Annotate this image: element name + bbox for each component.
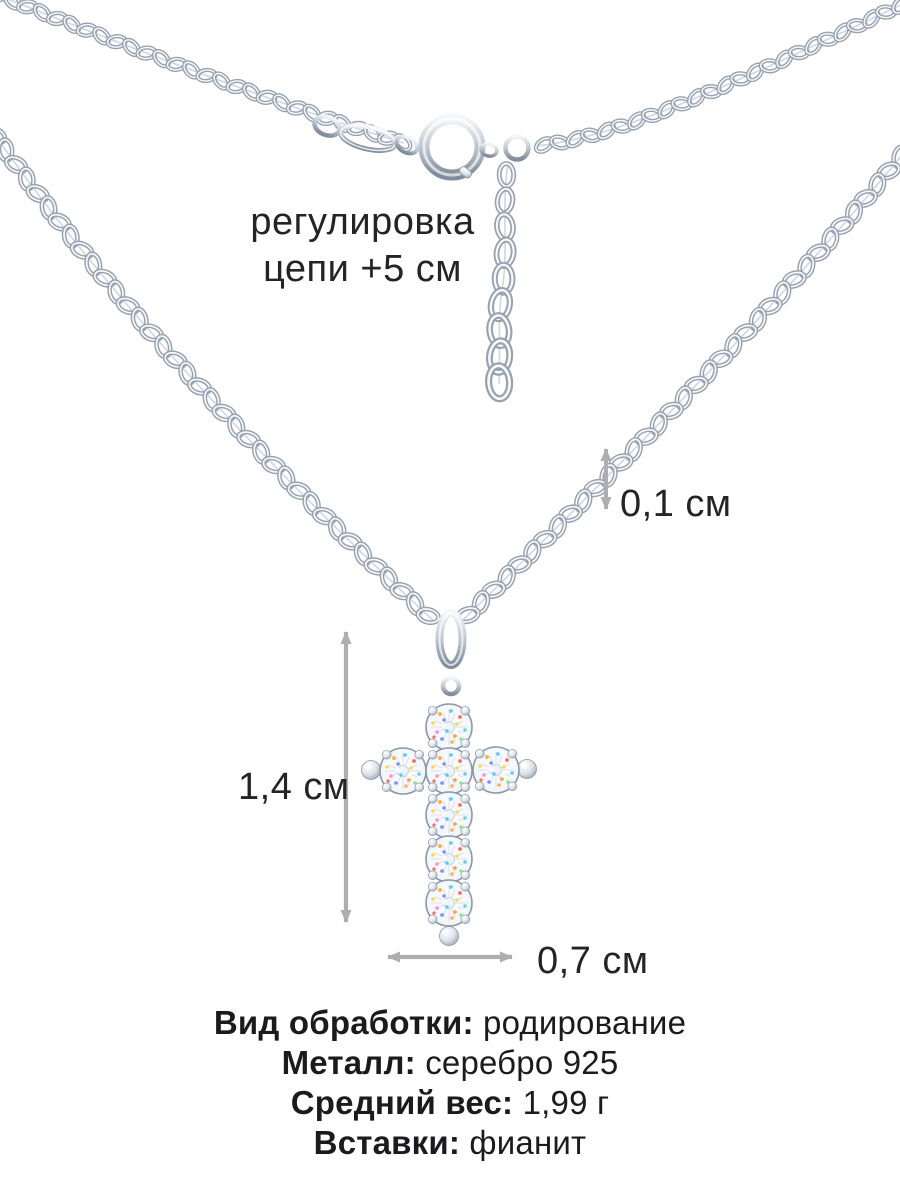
cz-stone bbox=[425, 703, 473, 751]
spec-line-metal: Металл: серебро 925 bbox=[0, 1043, 900, 1083]
cz-stone bbox=[425, 879, 473, 927]
spec-label: Вид обработки: bbox=[213, 1004, 474, 1041]
measurement-arrows bbox=[340, 448, 612, 963]
cz-stone bbox=[425, 747, 473, 795]
pendant-height-label: 1,4 см bbox=[238, 766, 350, 808]
spec-value: серебро 925 bbox=[425, 1044, 619, 1081]
cz-stone bbox=[472, 746, 520, 794]
jump-ring bbox=[503, 134, 531, 162]
product-specs: Вид обработки: родирование Металл: сереб… bbox=[0, 1003, 900, 1163]
chain-adjustment-line1: регулировка bbox=[250, 201, 475, 243]
spec-value: фианит bbox=[469, 1124, 587, 1161]
necklace-right-chain bbox=[455, 144, 900, 625]
extension-chain bbox=[485, 161, 517, 403]
cz-stone bbox=[379, 747, 427, 795]
necklace-top-chain bbox=[0, 0, 900, 154]
spec-value: 1,99 г bbox=[522, 1084, 610, 1121]
spec-line-weight: Средний вес: 1,99 г bbox=[0, 1083, 900, 1123]
spec-line-finish: Вид обработки: родирование bbox=[0, 1003, 900, 1043]
spec-line-inserts: Вставки: фианит bbox=[0, 1123, 900, 1163]
pendant-width-label: 0,7 см bbox=[537, 940, 649, 982]
necklace-left-chain bbox=[0, 125, 441, 626]
chain-link bbox=[394, 134, 420, 156]
cz-stone bbox=[425, 791, 473, 839]
chain-adjustment-line2: цепи +5 см bbox=[263, 248, 462, 290]
spec-label: Средний вес: bbox=[290, 1084, 514, 1121]
spec-value: родирование bbox=[483, 1004, 687, 1041]
pendant-connector-ring bbox=[440, 675, 462, 697]
bottom-ball bbox=[439, 926, 459, 946]
clasp-lever-nub bbox=[458, 166, 472, 179]
left-arm-ball bbox=[361, 760, 381, 780]
right-arm-ball bbox=[517, 759, 537, 779]
chain-adjustment-note: регулировка цепи +5 см bbox=[210, 199, 515, 293]
spring-ring-clasp bbox=[312, 113, 531, 181]
spec-label: Вставки: bbox=[313, 1124, 461, 1161]
spec-label: Металл: bbox=[281, 1044, 416, 1081]
cz-stone bbox=[425, 835, 473, 883]
cross-pendant bbox=[361, 609, 537, 946]
chain-thickness-label: 0,1 см bbox=[620, 483, 732, 525]
